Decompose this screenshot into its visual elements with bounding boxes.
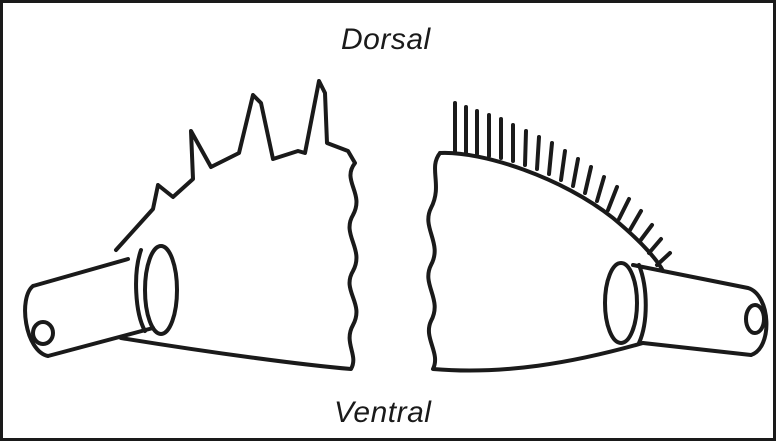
left-specimen [25, 81, 356, 369]
right-collar [605, 263, 637, 343]
right-specimen [428, 103, 766, 371]
left-collar [145, 246, 177, 334]
right-tube-end [746, 305, 764, 333]
right-collar-edge [639, 265, 646, 343]
left-tube-end [33, 322, 53, 344]
fin-drawing [3, 3, 776, 444]
